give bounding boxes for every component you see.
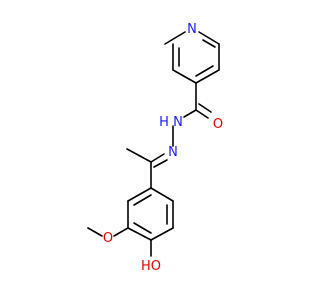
substituents [87,227,152,257]
amide-hydrogen-label: H [159,115,169,130]
methoxy-oxygen-label: O [103,231,113,246]
bond [183,109,197,118]
bond [195,109,209,119]
amide-nitrogen-label: N [173,115,183,130]
bond [198,103,212,113]
bond [150,153,165,163]
structure-canvas: N O N H N O HO [87,22,224,274]
hydrazone-linkage [126,125,174,189]
bond [133,222,152,234]
bond [153,159,168,168]
benzene-ring [127,187,174,241]
pyridine-ring [164,31,220,84]
amide-linkage [183,82,212,119]
bond [127,187,152,202]
bond [87,227,103,237]
bond [150,187,174,202]
carbonyl-oxygen-label: O [213,117,223,132]
hydroxyl-label: HO [141,259,161,274]
bond [195,65,214,77]
bond [198,31,220,45]
bond [133,194,152,206]
bond [113,227,129,237]
bond [202,39,216,48]
bond [127,227,152,241]
bond [126,148,152,163]
bond [150,227,174,241]
pyridine-nitrogen-label: N [187,22,197,37]
bond [164,31,186,45]
imine-nitrogen-label: N [168,145,178,160]
bond [195,69,220,84]
molecule-structure: N O N H N O HO [87,22,223,274]
bond [172,69,197,84]
